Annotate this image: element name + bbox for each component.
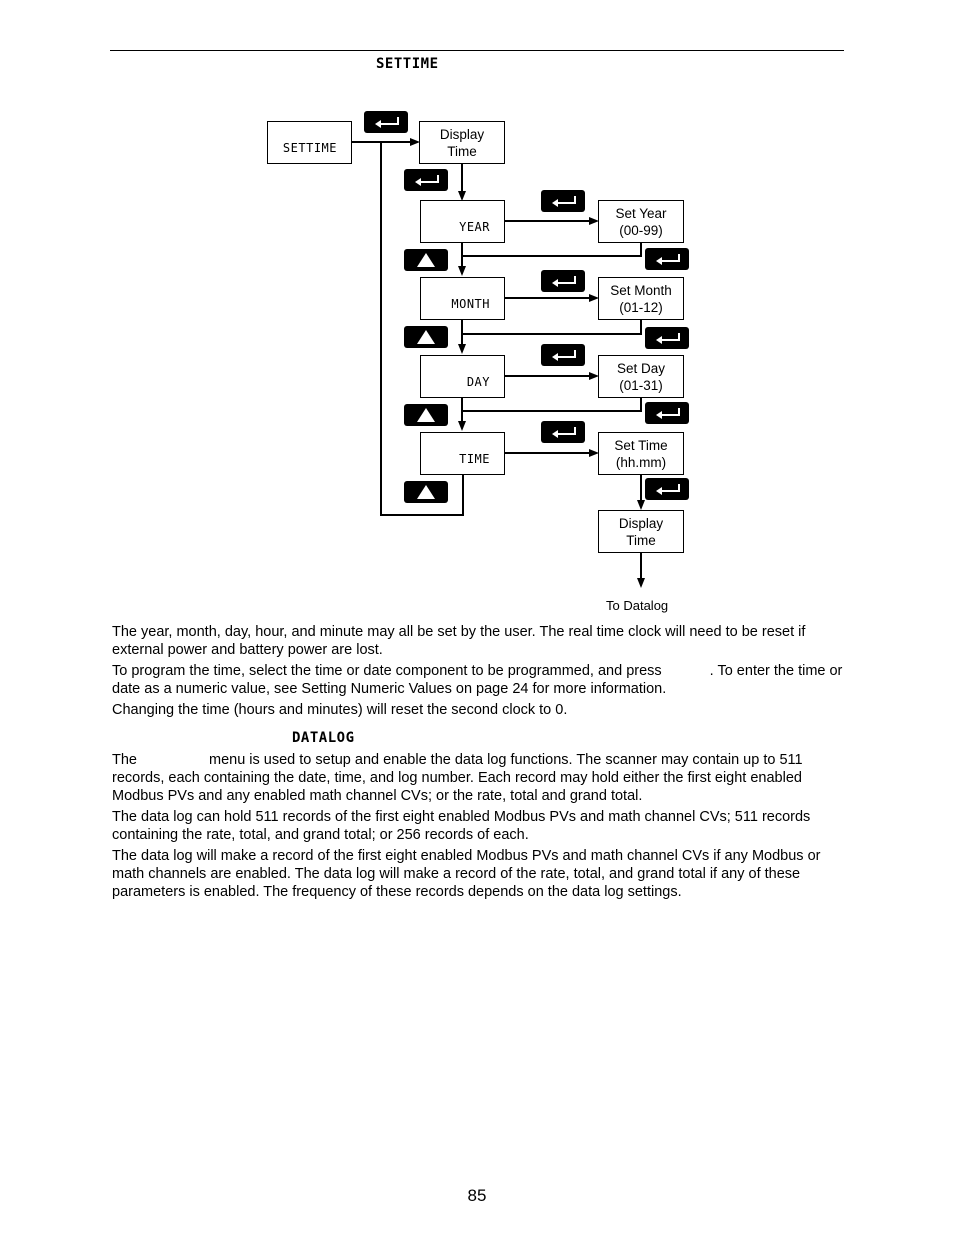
connector-line	[640, 242, 642, 256]
connector-line	[640, 475, 642, 501]
return-line	[380, 514, 464, 516]
arrow-down	[637, 500, 645, 510]
set-day-box: Set Day (01-31)	[598, 355, 684, 398]
arrow-down	[458, 266, 466, 276]
settime-display-box: SETTIME	[267, 121, 352, 164]
arrow-right	[589, 217, 599, 225]
display-time-box: Display Time	[419, 121, 505, 164]
enter-key-icon	[541, 270, 585, 292]
connector-line	[505, 452, 591, 454]
paragraph: The data log will make a record of the f…	[112, 848, 821, 900]
enter-key-icon	[541, 421, 585, 443]
arrow-right	[589, 449, 599, 457]
settime-lcd-text: SETTIME	[282, 141, 337, 155]
to-datalog-label: To Datalog	[606, 598, 669, 613]
enter-key-icon	[645, 248, 689, 270]
connector-line	[462, 475, 464, 515]
month-lcd-text: MONTH	[451, 297, 490, 311]
day-display-box: DAY	[420, 355, 505, 398]
arrow-down	[458, 191, 466, 201]
connector-line	[640, 397, 642, 411]
up-arrow-key-icon	[404, 404, 448, 426]
paragraph-text: The	[112, 752, 137, 768]
return-line	[380, 142, 382, 516]
set-time-box: Set Time (hh.mm)	[598, 432, 684, 475]
connector-line	[640, 320, 642, 334]
up-arrow-key-icon	[404, 249, 448, 271]
up-arrow-key-icon	[404, 481, 448, 503]
display-time-box: Display Time	[598, 510, 684, 553]
time-lcd-text: TIME	[459, 452, 490, 466]
paragraph: The data log can hold 511 records of the…	[112, 809, 811, 843]
enter-key-icon	[541, 344, 585, 366]
enter-key-icon	[645, 327, 689, 349]
connector-line	[462, 410, 642, 412]
datalog-heading: DATALOG	[292, 730, 355, 746]
connector-line	[462, 255, 642, 257]
enter-key-icon	[645, 402, 689, 424]
arrow-right	[589, 372, 599, 380]
paragraph-text: . To enter the time or date as a numeric…	[112, 663, 843, 697]
connector-line	[505, 375, 591, 377]
month-display-box: MONTH	[420, 277, 505, 320]
day-lcd-text: DAY	[466, 375, 490, 389]
time-display-box: TIME	[420, 432, 505, 475]
set-month-box: Set Month (01-12)	[598, 277, 684, 320]
year-lcd-text: YEAR	[459, 220, 490, 234]
paragraph-text: To program the time, select the time or …	[112, 663, 662, 679]
header-rule	[110, 50, 844, 51]
connector-line	[505, 297, 591, 299]
connector-line	[640, 553, 642, 580]
settime-heading: SETTIME	[376, 56, 439, 72]
connector-line	[461, 163, 463, 193]
page-number: 85	[467, 1186, 487, 1205]
connector-line	[462, 333, 642, 335]
paragraph-text: menu is used to setup and enable the dat…	[112, 752, 803, 804]
paragraph: Changing the time (hours and minutes) wi…	[112, 702, 568, 718]
arrow-right	[589, 294, 599, 302]
connector-line	[505, 220, 591, 222]
arrow-down	[637, 578, 645, 588]
enter-key-icon	[364, 111, 408, 133]
arrow-down	[458, 344, 466, 354]
arrow-right	[410, 138, 420, 146]
set-year-box: Set Year (00-99)	[598, 200, 684, 243]
year-display-box: YEAR	[420, 200, 505, 243]
paragraph: The year, month, day, hour, and minute m…	[112, 624, 806, 658]
enter-key-icon	[645, 478, 689, 500]
up-arrow-key-icon	[404, 326, 448, 348]
enter-key-icon	[541, 190, 585, 212]
arrow-down	[458, 421, 466, 431]
enter-key-icon	[404, 169, 448, 191]
paragraph: To program the time, select the time or …	[112, 662, 848, 698]
